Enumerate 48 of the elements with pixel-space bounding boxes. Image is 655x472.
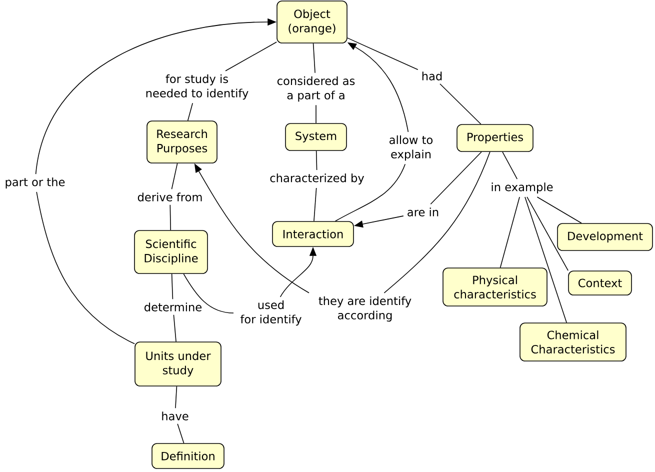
- concept-box: Physical characteristics: [442, 268, 548, 306]
- linking-phrase: had: [422, 72, 442, 80]
- connector-line: [312, 43, 316, 74]
- linking-phrase: determine: [144, 302, 202, 312]
- connector-line: [36, 192, 135, 344]
- linking-phrase: in example: [492, 182, 553, 194]
- connector-line: [314, 188, 317, 222]
- connector-line: [536, 196, 582, 224]
- concept-box: Research Purposes: [146, 120, 218, 164]
- concept-box: Definition: [152, 443, 224, 469]
- linking-phrase: characterized by: [270, 174, 364, 184]
- connector-line: [502, 152, 518, 180]
- connector-line: [175, 386, 178, 409]
- connector-line: [440, 83, 482, 124]
- connector-line: [524, 196, 567, 323]
- connector-line: [173, 314, 176, 342]
- connector-line: [316, 150, 318, 170]
- connector-line: [526, 196, 568, 271]
- connector-line: [183, 274, 234, 314]
- connector-line: [430, 152, 482, 205]
- linking-phrase: for study is needed to identify: [146, 74, 248, 100]
- linking-phrase: are in: [408, 208, 438, 216]
- connector-line: [347, 38, 418, 70]
- linking-phrase: considered as a part of a: [277, 76, 355, 102]
- concept-box: Chemical Characteristics: [520, 322, 626, 362]
- linking-phrase: they are identify according: [318, 296, 412, 322]
- connector-line: [225, 42, 277, 72]
- connector-line: [384, 152, 490, 294]
- connector-line: [171, 274, 174, 300]
- concept-box: Interaction: [272, 221, 354, 247]
- concept-box: Development: [557, 223, 653, 251]
- concept-box: Properties: [456, 124, 534, 152]
- connector-line: [177, 423, 184, 444]
- linking-phrase: derive from: [138, 192, 202, 202]
- linking-phrase: have: [162, 412, 188, 420]
- connector-line: [334, 164, 406, 222]
- linking-phrase: used for identify: [240, 300, 302, 326]
- concept-box: Object (orange): [276, 0, 348, 44]
- linking-phrase: allow to explain: [390, 135, 433, 161]
- concept-box: Units under study: [134, 342, 222, 386]
- connector-line: [187, 102, 194, 121]
- concept-box: System: [285, 123, 347, 151]
- connector-line: [171, 163, 178, 190]
- concept-box: Context: [568, 270, 632, 296]
- concept-box: Scientific Discipline: [134, 230, 208, 274]
- connector-line: [500, 196, 520, 268]
- linking-phrase: part or the: [6, 178, 65, 188]
- connector-line: [170, 204, 172, 230]
